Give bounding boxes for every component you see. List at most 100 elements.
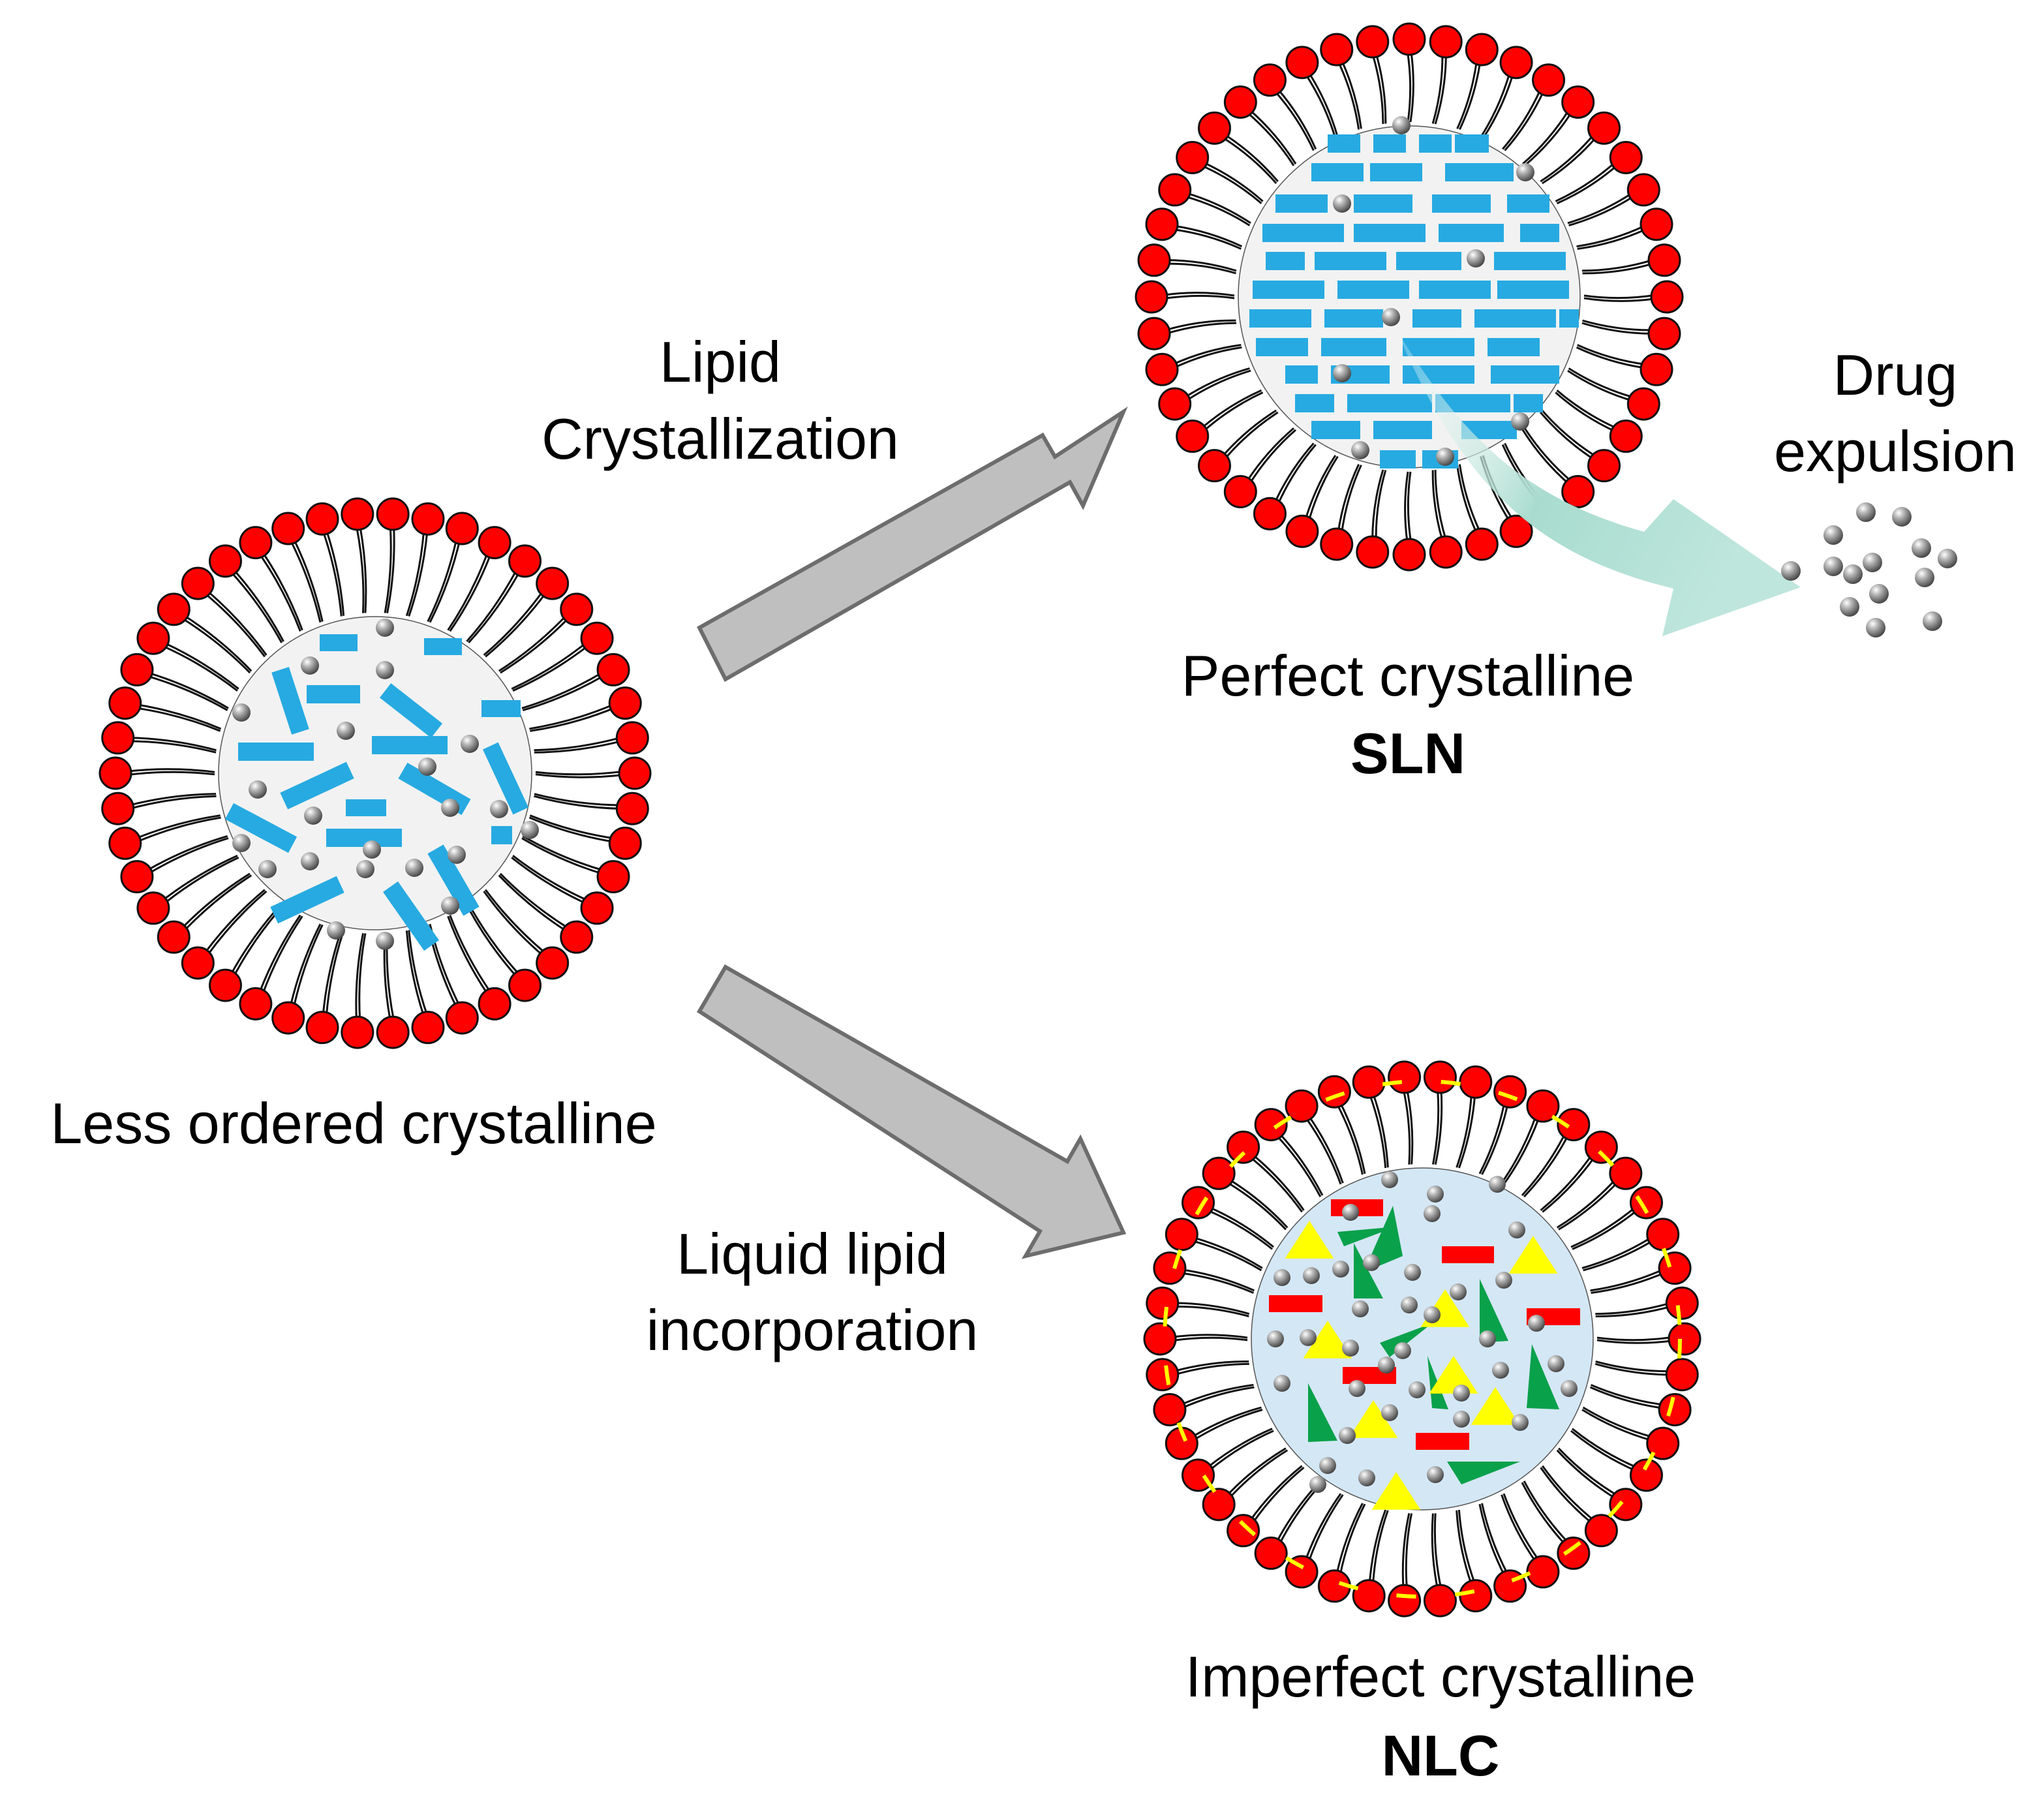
lipid-tail — [1173, 1360, 1249, 1373]
drug-molecule-icon — [1342, 1340, 1359, 1357]
lipid-head-icon — [411, 502, 445, 536]
lipid-tail — [262, 551, 303, 631]
lipid-head-icon — [580, 891, 614, 925]
crystal-lipid-icon — [1321, 338, 1386, 356]
drug-molecule-icon — [461, 735, 479, 753]
lipid-tail — [1246, 111, 1295, 166]
lipid-head-icon — [608, 686, 642, 720]
lipid-tail — [1567, 369, 1633, 402]
lipid-tail — [1431, 1513, 1439, 1589]
lipid-tail — [483, 590, 544, 656]
drug-molecule-icon — [1492, 1362, 1509, 1379]
lipid-tail — [1570, 1430, 1636, 1472]
lipid-head-icon — [1182, 1458, 1215, 1492]
lipid-tail — [534, 795, 621, 810]
lipid-tail — [1245, 427, 1294, 482]
lipid-head-icon — [536, 946, 570, 980]
lipid-tail — [1184, 367, 1250, 399]
lipid-tail — [1372, 1510, 1389, 1585]
sln-caption: Perfect crystalline — [1182, 643, 1634, 708]
lipid-head-icon — [1176, 140, 1210, 174]
drug-molecule-icon — [448, 846, 466, 864]
lipid-tail — [1577, 344, 1646, 366]
drug-molecule-icon — [490, 800, 508, 818]
lipid-tail — [1340, 465, 1362, 534]
lipid-tail — [1221, 409, 1277, 457]
lipid-head-icon — [1253, 497, 1287, 530]
lipid-tail — [484, 889, 547, 955]
lipid-tail — [1456, 1093, 1472, 1168]
lipid-head-icon — [1609, 140, 1643, 174]
lipid-tail — [534, 793, 621, 806]
drug-molecule-icon — [1303, 1267, 1320, 1284]
lipid-head-icon — [615, 721, 649, 755]
lipid-tail — [1572, 1209, 1638, 1250]
lipid-head-icon — [108, 686, 142, 720]
lipid-tail — [530, 707, 615, 732]
lipid-head-icon — [596, 652, 630, 686]
liquid-lipid-triangle-icon — [1471, 1387, 1520, 1425]
drug-molecule-icon — [1863, 553, 1882, 572]
lipid-tail — [1206, 1209, 1273, 1250]
lipid-head-icon — [1429, 25, 1463, 59]
lipid-tail — [230, 571, 283, 643]
sln-name: SLN — [1350, 721, 1465, 786]
lipid-head-icon — [596, 860, 630, 894]
lipid-head-icon — [99, 756, 132, 790]
lipid-head-icon — [136, 621, 170, 655]
lipid-tail — [521, 671, 603, 709]
drug-molecule-icon — [1528, 1315, 1545, 1332]
crystal-lipid-icon — [481, 700, 521, 717]
lipid-head-icon — [445, 512, 479, 545]
lipid-head-icon — [1320, 527, 1354, 561]
lipid-head-icon — [445, 1001, 479, 1035]
drug-molecule-icon — [1892, 507, 1912, 527]
lipid-tail — [206, 590, 267, 656]
lipid-head-icon — [1135, 280, 1168, 314]
nlc-name: NLC — [1382, 1723, 1500, 1788]
lipid-tail — [1275, 1134, 1322, 1197]
lipid-tail — [1523, 1135, 1569, 1198]
lipid-tail — [1191, 1406, 1262, 1438]
lipid-head-icon — [1650, 280, 1684, 314]
lipid-head-icon — [1609, 1156, 1643, 1190]
lipid-tail — [485, 592, 547, 658]
crystal-lipid-icon — [1494, 163, 1514, 181]
lipid-tail — [1456, 1510, 1472, 1586]
lipid-tail — [289, 923, 322, 1007]
lipid-tail — [449, 553, 492, 632]
lipid-tail — [1481, 1503, 1509, 1575]
lipid-tail — [1173, 224, 1243, 247]
lipid-tail — [162, 645, 238, 692]
lipid-tail — [136, 707, 221, 732]
lipid-tail — [206, 890, 267, 957]
lipid-head-icon — [608, 826, 642, 860]
lipid-tail — [1404, 471, 1409, 544]
lipid-tail — [129, 793, 217, 806]
drug-molecule-icon — [232, 834, 251, 852]
drug-molecule-icon — [1823, 525, 1843, 545]
lipid-head-icon — [1153, 1251, 1187, 1285]
lipid-tail — [325, 930, 345, 1017]
lipid-head-icon — [1499, 514, 1533, 548]
lipid-tail — [1572, 1428, 1638, 1469]
lipid-tail — [1307, 1114, 1344, 1184]
lipid-tail — [467, 903, 521, 975]
lipid-tail — [1174, 1302, 1250, 1315]
solid-lipid-triangle-icon — [1447, 1462, 1520, 1484]
lipid-tail — [1206, 1428, 1273, 1469]
lipid-tail — [1405, 1513, 1413, 1589]
lipid-head-icon — [1153, 1392, 1187, 1426]
lipid-head-icon — [1227, 1130, 1260, 1164]
lipid-tail — [1591, 1272, 1665, 1294]
lipid-head-icon — [1317, 1075, 1351, 1109]
lipid-tail — [429, 540, 461, 623]
lipid-tail — [498, 615, 568, 672]
lipid-head-icon — [1356, 25, 1390, 59]
lipid-tail — [1480, 72, 1511, 138]
lipid-head-icon — [208, 968, 242, 1002]
lipid-tail — [164, 641, 239, 690]
lipid-tail — [521, 837, 602, 875]
lipid-tail — [408, 530, 429, 617]
lipid-tail — [1278, 1132, 1324, 1196]
